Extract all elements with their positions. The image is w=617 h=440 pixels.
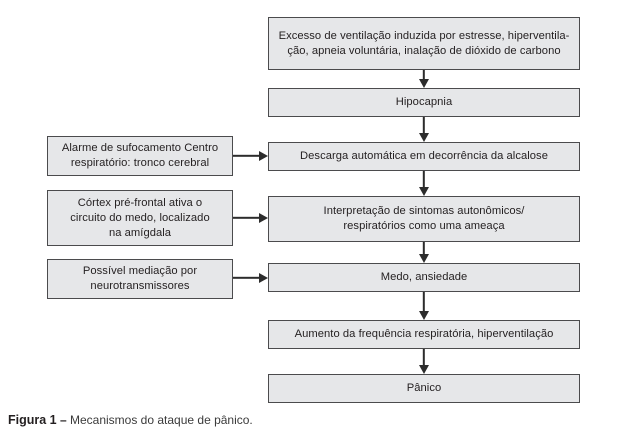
flow-node-label: Hipocapnia: [395, 96, 453, 108]
flow-node-alarme-sufocamento: Alarme de sufocamento Centro respiratóri…: [47, 136, 233, 176]
flow-node-label: Alarme de sufocamento Centro respiratóri…: [61, 142, 219, 169]
flow-node-label: Pânico: [406, 382, 442, 394]
flow-node-label: Excesso de ventilação induzida por estre…: [278, 29, 570, 57]
figure-caption-label: Figura 1: [8, 413, 57, 427]
arrow-head-icon: [259, 213, 268, 223]
arrow-head-icon: [259, 151, 268, 161]
arrow-descarga-to-interpretacao: [417, 171, 431, 196]
flow-node-label: Possível mediação por neurotransmissores: [82, 265, 198, 292]
figure-caption-dash: –: [56, 413, 67, 427]
flow-node-excesso-ventilacao: Excesso de ventilação induzida por estre…: [268, 17, 580, 70]
arrow-hipocapnia-to-descarga: [417, 117, 431, 142]
arrow-stem: [422, 349, 426, 365]
flow-node-label: Medo, ansiedade: [380, 271, 468, 283]
arrow-medo-to-aumento: [417, 292, 431, 320]
arrow-head-icon: [419, 254, 429, 263]
flow-node-label: Aumento da frequência respiratória, hipe…: [294, 328, 554, 340]
arrow-head-icon: [419, 187, 429, 196]
arrow-excesso-to-hipocapnia: [417, 70, 431, 88]
flow-node-possivel-mediacao: Possível mediação por neurotransmissores: [47, 259, 233, 299]
arrow-head-icon: [419, 365, 429, 374]
flow-node-descarga-automatica: Descarga automática em decorrência da al…: [268, 142, 580, 171]
flow-node-cortex-pre-frontal: Córtex pré-frontal ativa o circuito do m…: [47, 190, 233, 246]
arrow-stem: [233, 276, 259, 280]
flow-node-label: Interpretação de sintomas autonômicos/ r…: [323, 205, 525, 232]
flow-node-aumento-frequencia: Aumento da frequência respiratória, hipe…: [268, 320, 580, 349]
arrow-head-icon: [419, 79, 429, 88]
flow-node-interpretacao-sintomas: Interpretação de sintomas autonômicos/ r…: [268, 196, 580, 242]
flow-node-label: Córtex pré-frontal ativa o circuito do m…: [70, 196, 210, 239]
flow-node-hipocapnia: Hipocapnia: [268, 88, 580, 117]
arrow-head-icon: [259, 273, 268, 283]
arrow-stem: [422, 292, 426, 311]
arrow-head-icon: [419, 311, 429, 320]
flow-node-label: Descarga automática em decorrência da al…: [300, 150, 548, 162]
figure-caption: Figura 1 – Mecanismos do ataque de pânic…: [8, 413, 253, 427]
flow-node-medo-ansiedade: Medo, ansiedade: [268, 263, 580, 292]
figure-caption-text: Mecanismos do ataque de pânico.: [69, 413, 253, 427]
arrow-stem: [422, 171, 426, 187]
arrow-head-icon: [419, 133, 429, 142]
flow-node-panico: Pânico: [268, 374, 580, 403]
arrow-interpretacao-to-medo: [417, 242, 431, 263]
arrow-stem: [422, 242, 426, 254]
arrow-stem: [233, 154, 259, 158]
arrow-cortex-to-interpretacao: [233, 211, 268, 225]
arrow-alarme-to-descarga: [233, 149, 268, 163]
arrow-aumento-to-panico: [417, 349, 431, 374]
arrow-stem: [422, 117, 426, 133]
arrow-stem: [422, 70, 426, 79]
arrow-mediacao-to-medo: [233, 271, 268, 285]
arrow-stem: [233, 216, 259, 220]
